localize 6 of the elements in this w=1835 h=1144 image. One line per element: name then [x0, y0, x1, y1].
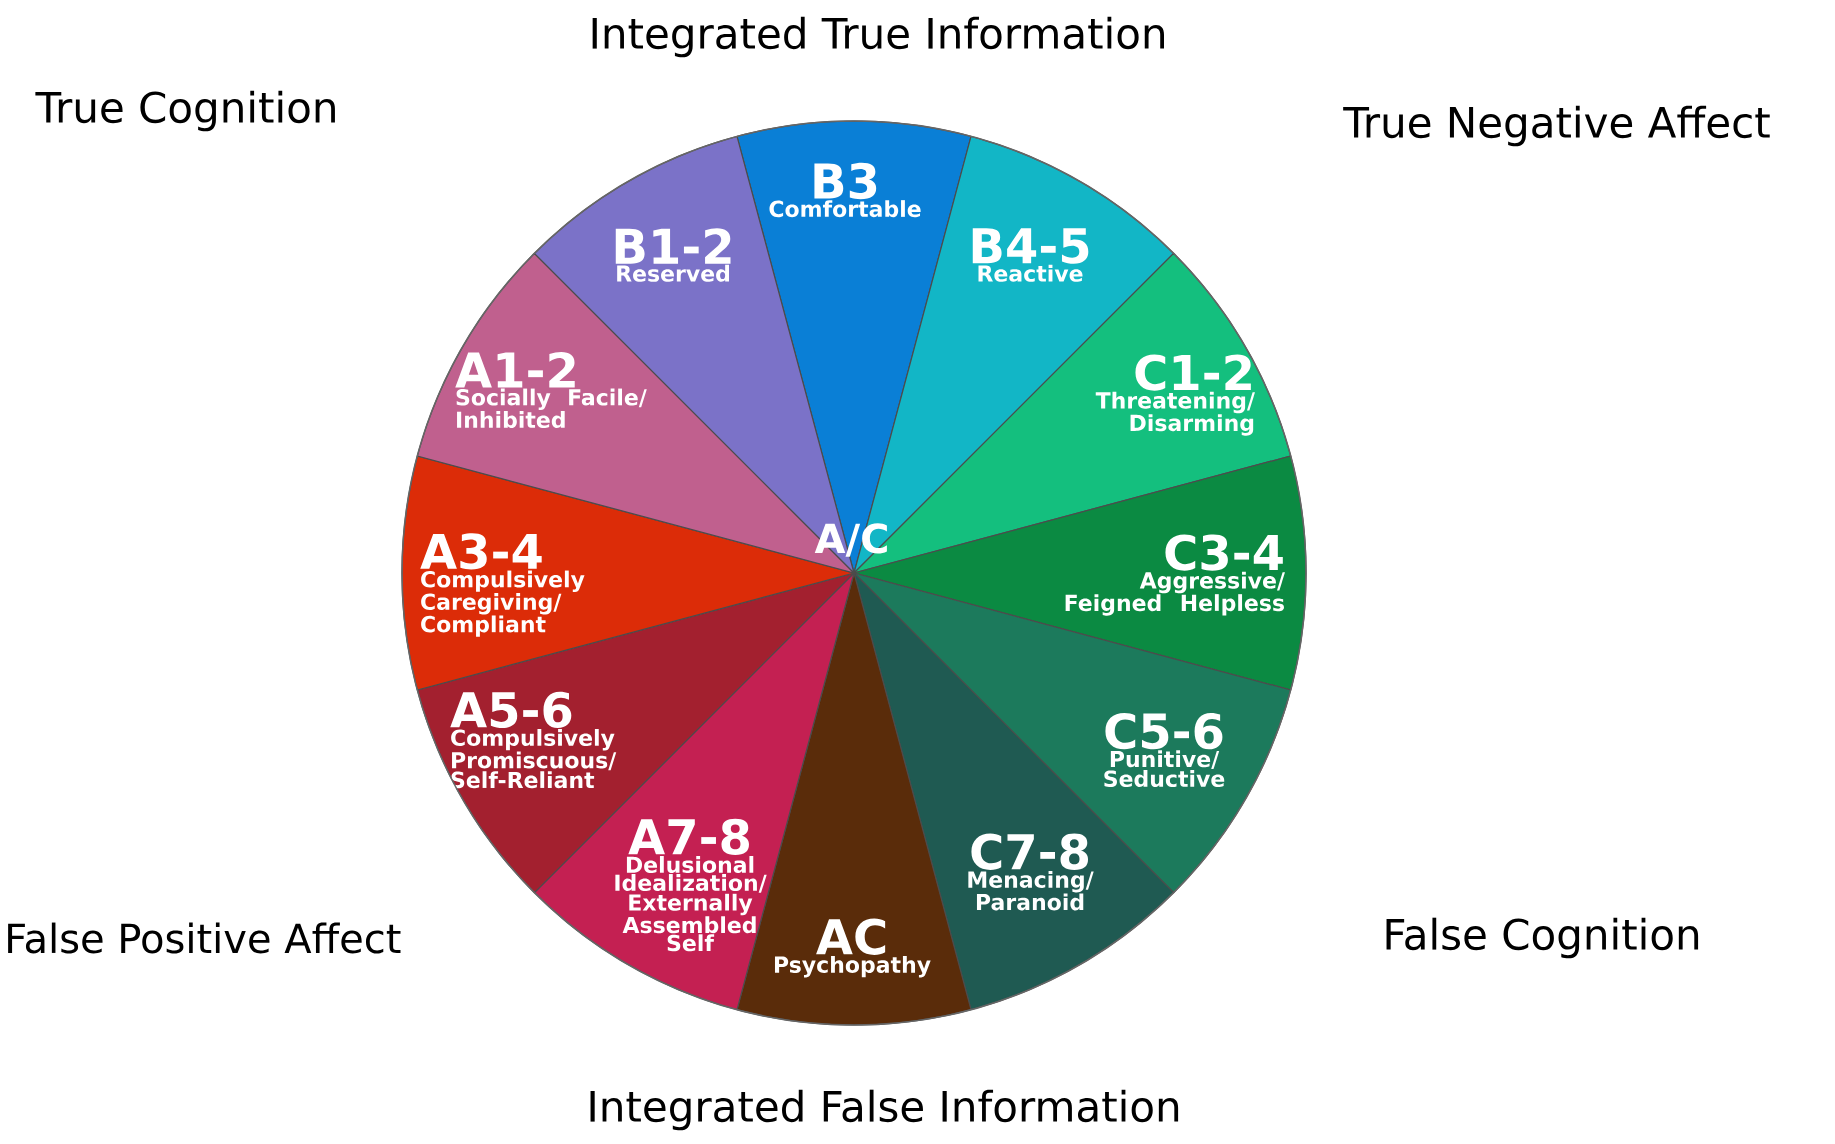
axis-label: True Cognition — [35, 90, 335, 132]
axis-label: False Positive Affect — [8, 922, 401, 954]
axis-label: False Cognition — [1386, 917, 1699, 959]
axis-label: Integrated True Information — [592, 16, 1164, 58]
axis-label: Integrated False Information — [590, 1089, 1179, 1131]
axis-label: True Negative Affect — [1343, 105, 1770, 147]
